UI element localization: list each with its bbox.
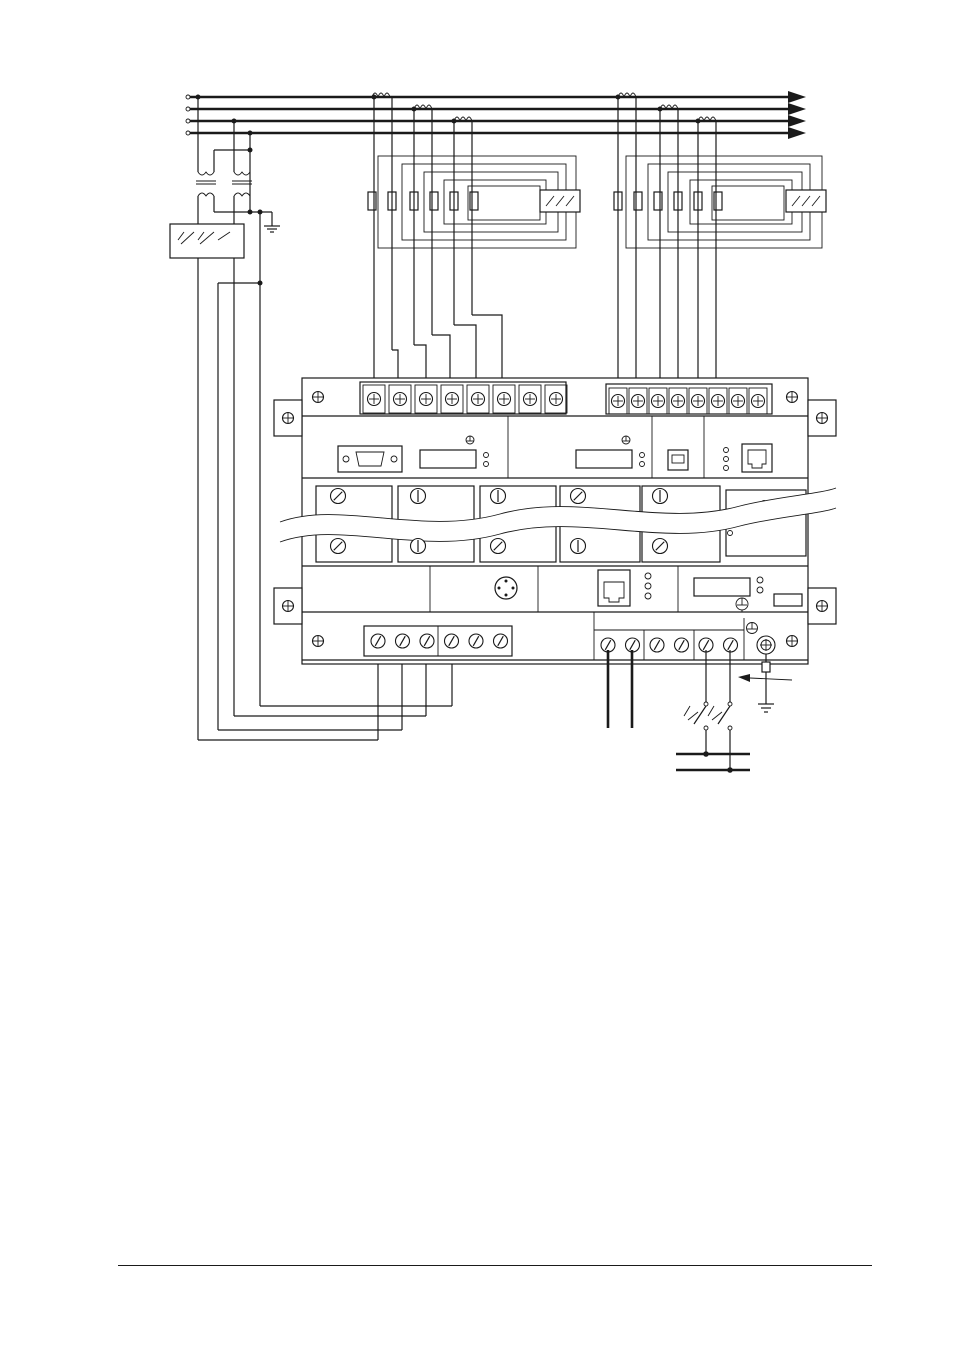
slot-screw-icon <box>331 539 346 554</box>
breaker-box <box>170 224 244 740</box>
slot-screw-icon <box>445 634 459 648</box>
screw-icon <box>787 636 798 647</box>
slot-screw-icon <box>371 634 385 648</box>
serial-port-icon <box>338 446 402 472</box>
screw-icon <box>817 601 828 612</box>
slot-screw-icon <box>469 634 483 648</box>
slot-screw-icon <box>411 539 426 554</box>
slot-screw-icon <box>571 539 586 554</box>
ground-screw-icon <box>757 636 775 654</box>
screw-icon <box>313 392 324 403</box>
screw-icon <box>787 392 798 403</box>
slot-screw-icon <box>626 638 640 652</box>
slot-screw-icon <box>411 489 426 504</box>
slot-screw-icon <box>653 489 668 504</box>
screw-icon <box>817 413 828 424</box>
slot-screw-icon <box>675 638 689 652</box>
arrow-icon <box>788 115 806 127</box>
arrow-icon <box>788 127 806 139</box>
screw-icon <box>283 413 294 424</box>
screw-icon <box>313 636 324 647</box>
connector-icon <box>420 450 476 468</box>
slot-screw-icon <box>653 539 668 554</box>
arrow-icon <box>738 674 750 682</box>
footer-rule <box>118 1265 872 1266</box>
screw-icon <box>283 601 294 612</box>
terminal-strip-top-right <box>606 384 772 414</box>
rj-port-icon <box>598 570 630 606</box>
slot-screw-icon <box>699 638 713 652</box>
slot-screw-icon <box>331 489 346 504</box>
slot-screw-icon <box>491 489 506 504</box>
slot-screw-icon <box>491 539 506 554</box>
terminal-strip-bottom-left <box>364 626 512 656</box>
power-bus <box>186 91 806 139</box>
voltage-transformers <box>196 95 281 233</box>
ct-block-right <box>614 95 826 391</box>
arrow-icon <box>788 91 806 103</box>
slot-screw-icon <box>601 638 615 652</box>
usb-port-icon <box>668 450 688 470</box>
slot-screw-icon <box>420 634 434 648</box>
aux-wiring <box>608 650 792 773</box>
connector-icon <box>576 450 632 468</box>
slot-screw-icon <box>494 634 508 648</box>
slot-screw-icon <box>571 489 586 504</box>
connector-icon <box>694 578 750 596</box>
arrow-icon <box>788 103 806 115</box>
slot-screw-icon <box>650 638 664 652</box>
ct-block-left <box>368 95 580 391</box>
slot-screw-icon <box>396 634 410 648</box>
slot-screw-icon <box>724 638 738 652</box>
terminal-strip-top-left <box>360 382 567 414</box>
